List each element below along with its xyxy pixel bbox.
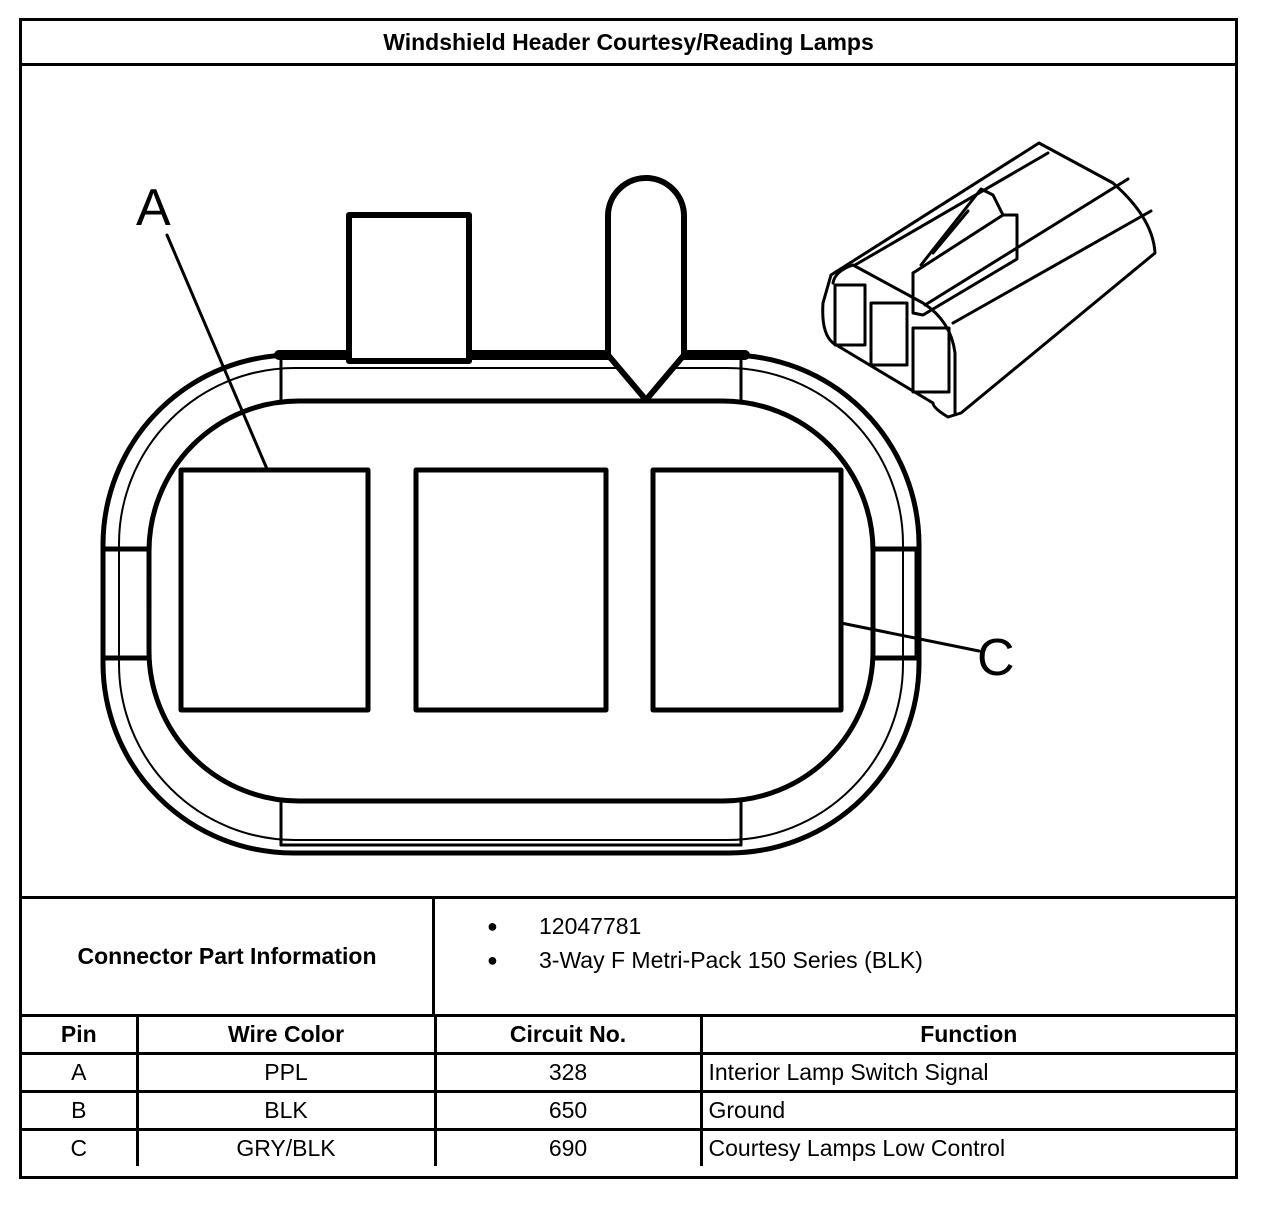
connector-sheet: Windshield Header Courtesy/Reading Lamps [19, 18, 1238, 1179]
right-side-tab [870, 546, 920, 661]
connector-info-row: Connector Part Information ● 12047781 ● 3-… [22, 896, 1235, 1017]
table-header-row: Pin Wire Color Circuit No. Function [22, 1017, 1235, 1055]
callout-c-leader [839, 621, 981, 653]
cell-function: Ground [699, 1090, 1235, 1131]
bullet-icon: ● [487, 950, 498, 970]
table-row: A PPL 328 Interior Lamp Switch Signal [22, 1052, 1235, 1093]
header-pin: Pin [22, 1017, 139, 1055]
connector-info-list: ● 12047781 ● 3-Way F Metri-Pack 150 Series… [435, 899, 1235, 1014]
part-number: 12047781 [539, 913, 642, 939]
callout-a-label: A [136, 179, 171, 237]
connector-description: 3-Way F Metri-Pack 150 Series (BLK) [539, 947, 923, 973]
header-wire-color: Wire Color [135, 1017, 437, 1055]
cell-pin: C [22, 1128, 139, 1166]
list-item: ● 12047781 [487, 909, 1235, 943]
cell-wire-color: BLK [135, 1090, 437, 1131]
connector-face-drawing: A C [100, 141, 1157, 856]
cell-pin: A [22, 1052, 139, 1093]
callout-c-label: C [977, 629, 1015, 687]
header-circuit: Circuit No. [433, 1017, 703, 1055]
connector-info-label: Connector Part Information [22, 899, 435, 1014]
cell-circuit: 690 [433, 1128, 703, 1166]
cell-circuit: 650 [433, 1090, 703, 1131]
list-item: ● 3-Way F Metri-Pack 150 Series (BLK) [487, 943, 1235, 977]
bullet-icon: ● [487, 916, 498, 936]
cell-wire-color: GRY/BLK [135, 1128, 437, 1166]
connector-diagram: A C [22, 66, 1235, 896]
housing-cavity [146, 398, 876, 804]
top-key-rect [346, 212, 472, 364]
housing-outer [100, 352, 922, 856]
header-function: Function [699, 1017, 1235, 1055]
pin-table: Pin Wire Color Circuit No. Function A PP… [22, 1017, 1235, 1166]
pin-cavity-c [650, 467, 844, 713]
housing-inner-rim [118, 367, 904, 841]
left-side-tab [100, 546, 152, 661]
cell-circuit: 328 [433, 1052, 703, 1093]
cell-function: Courtesy Lamps Low Control [699, 1128, 1235, 1166]
pin-cavity-a [178, 467, 371, 713]
page-title: Windshield Header Courtesy/Reading Lamps [22, 21, 1235, 66]
top-latch [605, 175, 687, 403]
cell-pin: B [22, 1090, 139, 1131]
connector-iso-view [821, 141, 1157, 419]
table-row: C GRY/BLK 690 Courtesy Lamps Low Control [22, 1128, 1235, 1166]
pin-cavity-b [413, 467, 609, 713]
cell-wire-color: PPL [135, 1052, 437, 1093]
table-row: B BLK 650 Ground [22, 1090, 1235, 1131]
callout-a-leader [165, 233, 269, 471]
cell-function: Interior Lamp Switch Signal [699, 1052, 1235, 1093]
